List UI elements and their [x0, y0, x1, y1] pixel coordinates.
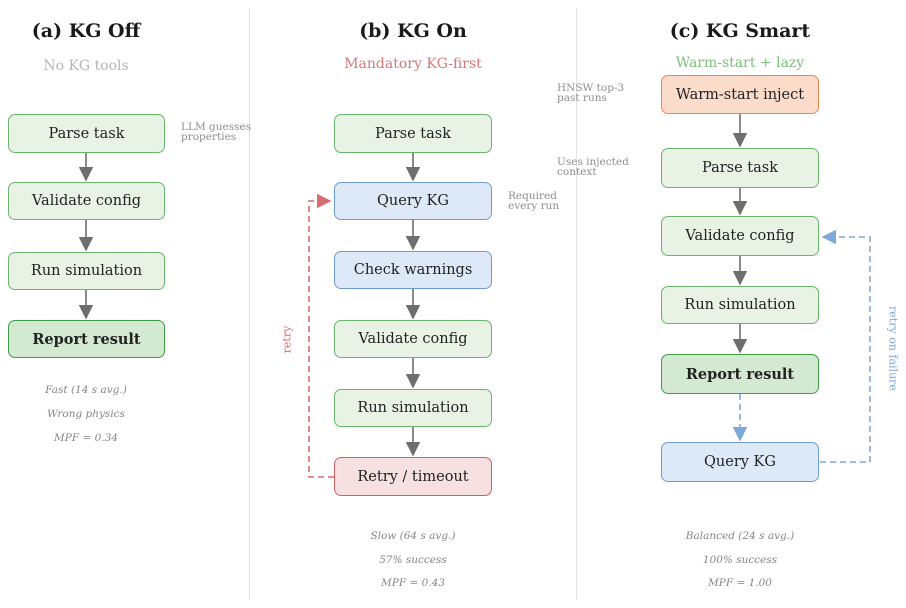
- panel-c-stat-3: MPF = 1.00: [708, 577, 772, 589]
- panel-b-note-query: Required every run: [508, 190, 560, 212]
- panel-b-validate-config: Validate config: [334, 320, 492, 358]
- panel-c-stat-2: 100% success: [702, 554, 778, 566]
- panel-a-stat-1: Fast (14 s avg.): [45, 384, 127, 396]
- panel-divider-2: [576, 8, 577, 600]
- panel-divider-1: [249, 8, 250, 600]
- panel-c-stat-1: Balanced (24 s avg.): [685, 530, 795, 542]
- panel-b-stat-3: MPF = 0.43: [381, 577, 445, 589]
- panel-c-warm-start-inject: Warm-start inject: [661, 75, 819, 114]
- panel-b-retry-label: retry: [280, 325, 294, 354]
- panel-c-parse-task: Parse task: [661, 148, 819, 188]
- panel-c-retry-label: retry on failure: [886, 306, 900, 391]
- panel-b-subtitle: Mandatory KG-first: [344, 56, 482, 72]
- panel-a-stat-2: Wrong physics: [47, 408, 125, 420]
- panel-c-run-simulation: Run simulation: [661, 286, 819, 324]
- panel-a-validate-config: Validate config: [8, 182, 165, 220]
- panel-a-run-simulation: Run simulation: [8, 252, 165, 290]
- panel-b-run-simulation: Run simulation: [334, 389, 492, 427]
- retry-loop-b: [308, 193, 334, 478]
- panel-b-parse-task: Parse task: [334, 114, 492, 153]
- panel-a-subtitle: No KG tools: [43, 58, 129, 74]
- panel-c-report-result: Report result: [661, 354, 819, 394]
- panel-b-query-kg: Query KG: [334, 182, 492, 220]
- retry-loop-c: [820, 229, 871, 463]
- panel-b-stat-1: Slow (64 s avg.): [370, 530, 456, 542]
- panel-b-title: (b) KG On: [359, 20, 467, 42]
- panel-b-check-warnings: Check warnings: [334, 251, 492, 289]
- panel-a-note-parse: LLM guesses properties: [181, 121, 252, 143]
- panel-c-note-inject: HNSW top-3 past runs: [557, 82, 625, 104]
- panel-c-validate-config: Validate config: [661, 216, 819, 256]
- panel-b-stat-2: 57% success: [379, 554, 447, 566]
- panel-a-report-result: Report result: [8, 320, 165, 358]
- panel-a-title: (a) KG Off: [31, 20, 141, 42]
- panel-c-title: (c) KG Smart: [669, 20, 811, 42]
- panel-a-stat-3: MPF = 0.34: [54, 432, 118, 444]
- panel-a-parse-task: Parse task: [8, 114, 165, 153]
- panel-c-subtitle: Warm-start + lazy: [675, 55, 805, 71]
- panel-c-note-parse: Uses injected context: [557, 156, 629, 178]
- panel-b-retry-timeout: Retry / timeout: [334, 457, 492, 496]
- panel-c-query-kg: Query KG: [661, 442, 819, 482]
